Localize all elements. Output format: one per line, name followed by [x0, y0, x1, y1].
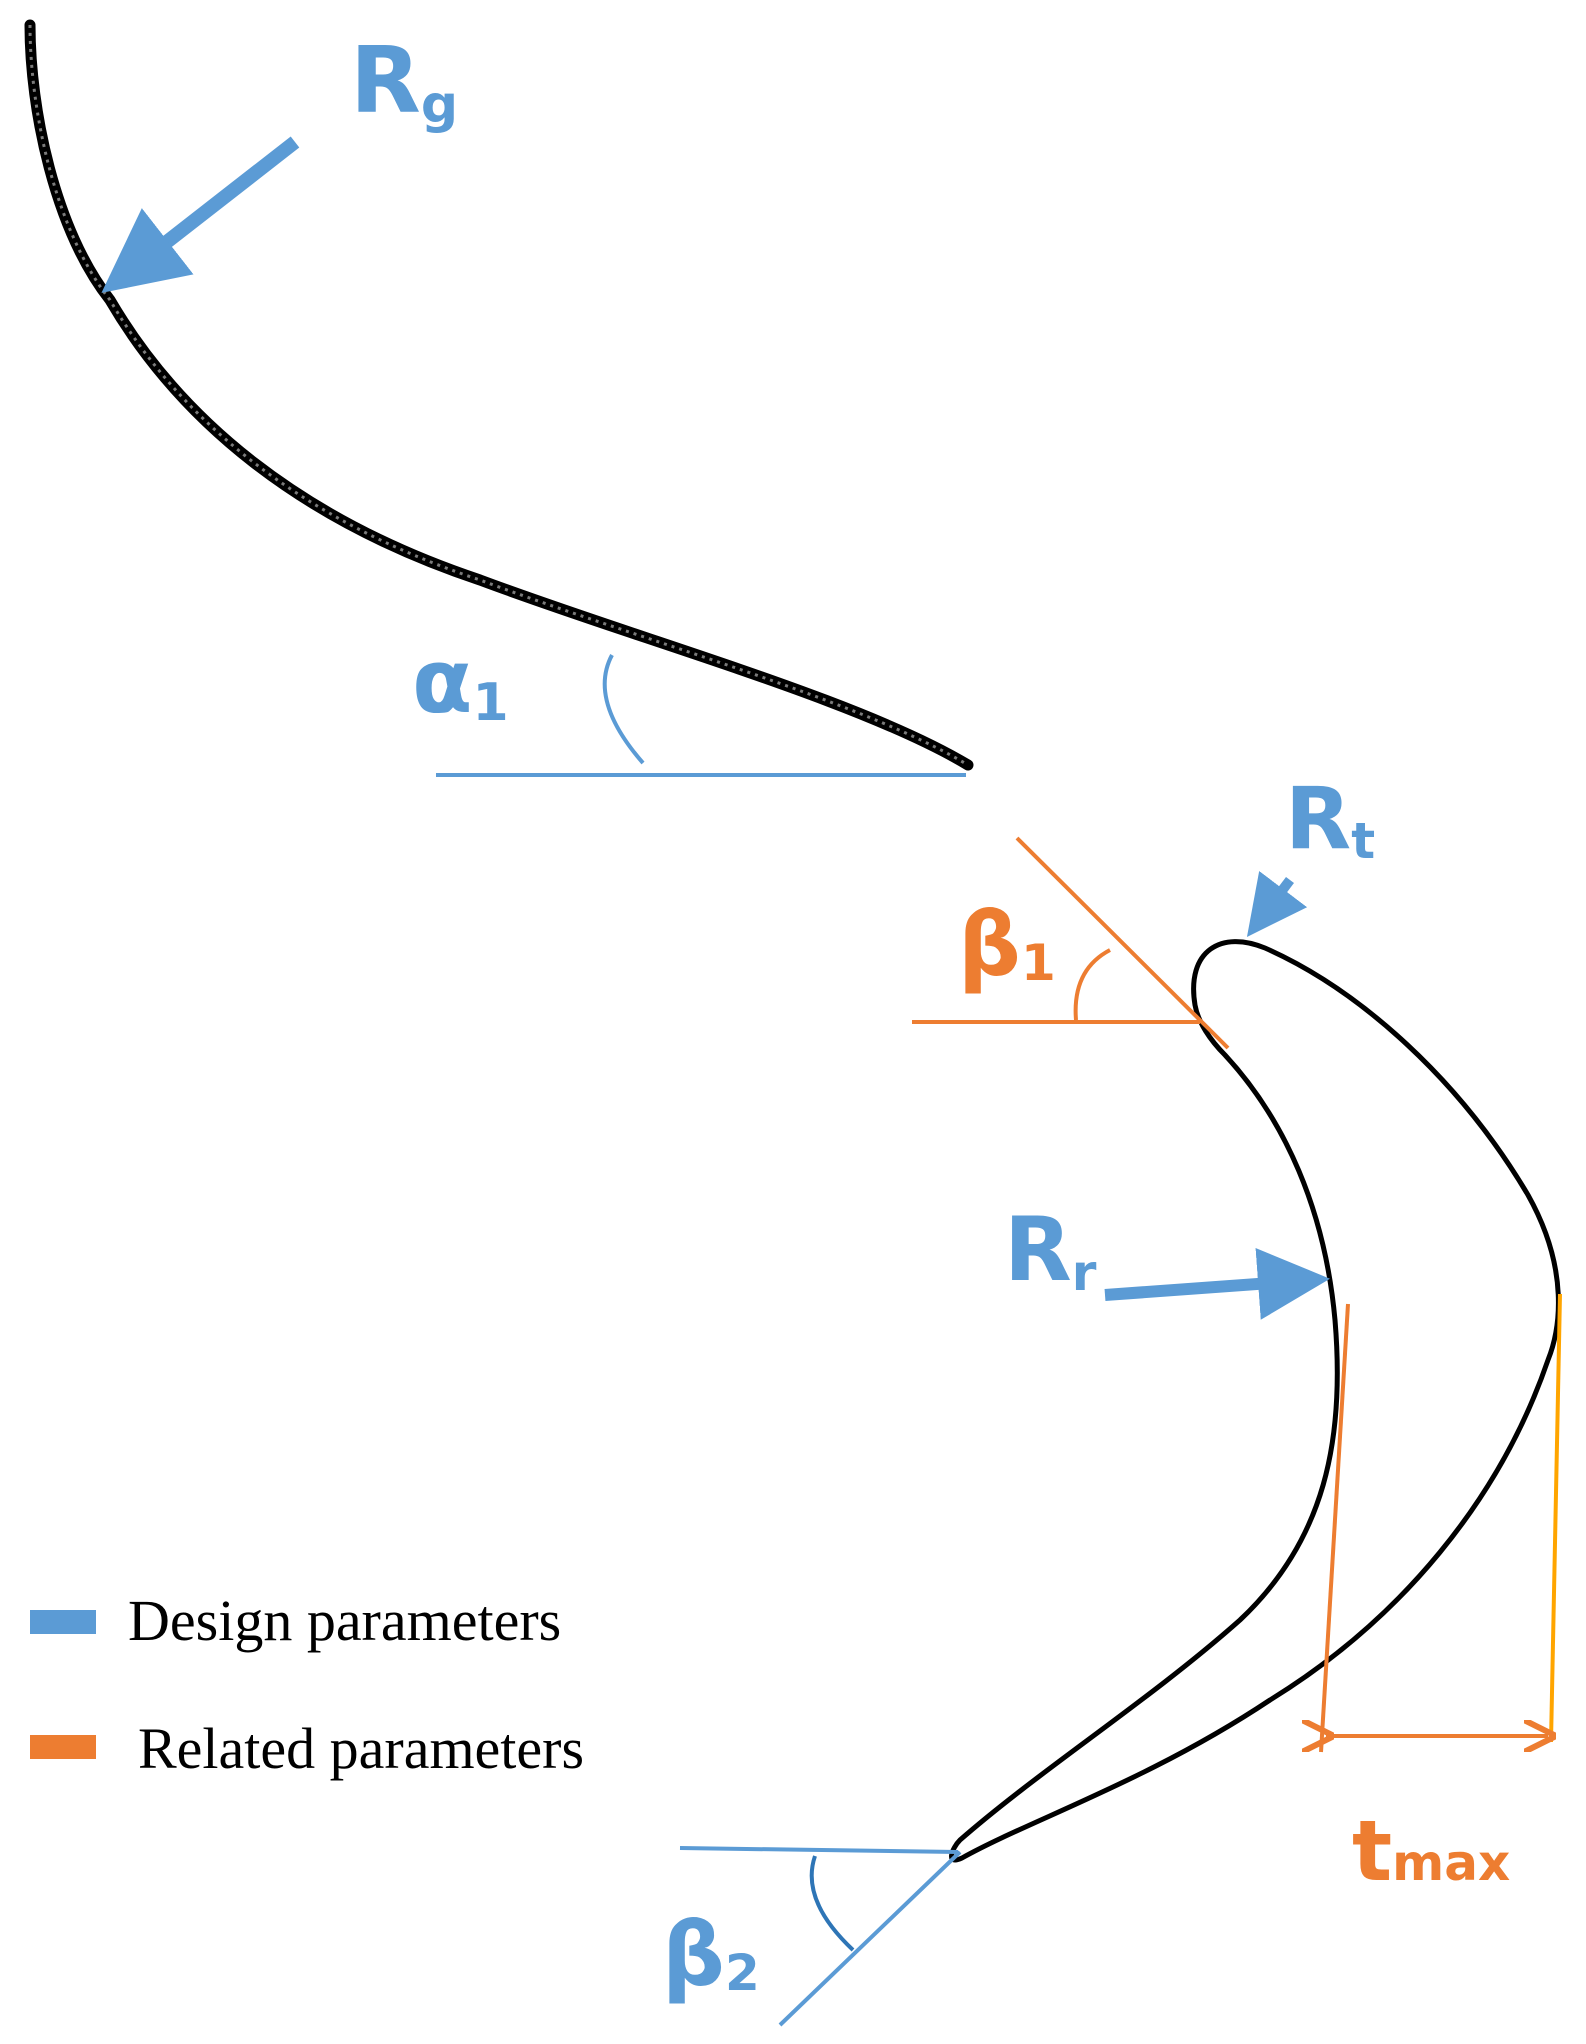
rr-label: Rr [1004, 1198, 1097, 1302]
rg-label: Rg [350, 27, 458, 135]
legend-label-related: Related parameters [138, 1716, 584, 1781]
beta2-arc [809, 1855, 855, 1952]
alpha1-label: α1 [412, 630, 509, 733]
beta1-label: β1 [958, 893, 1056, 996]
guide-vane [24, 19, 974, 771]
legend: Design parameters Related parameters [30, 1588, 584, 1781]
rg-arrow [101, 136, 300, 293]
beta1-tangent [1015, 836, 1230, 1050]
alpha1-arc [602, 654, 645, 765]
rotor-blade-profile [949, 939, 1561, 1863]
legend-label-design: Design parameters [128, 1588, 561, 1653]
beta2-label: β2 [662, 1903, 760, 2006]
rt-label: Rt [1285, 769, 1375, 870]
tmax-label: tmax [1352, 1802, 1510, 1900]
legend-swatch-related [30, 1735, 96, 1759]
tmax-line-left [1319, 1303, 1350, 1753]
beta2-tangent [778, 1850, 962, 2027]
beta1-arc [1073, 948, 1111, 1021]
beta2-baseline [679, 1846, 959, 1854]
rt-arrow [1246, 871, 1308, 937]
rr-arrow [1104, 1247, 1330, 1320]
tmax-line-right [1549, 1293, 1562, 1743]
legend-swatch-design [30, 1610, 96, 1634]
